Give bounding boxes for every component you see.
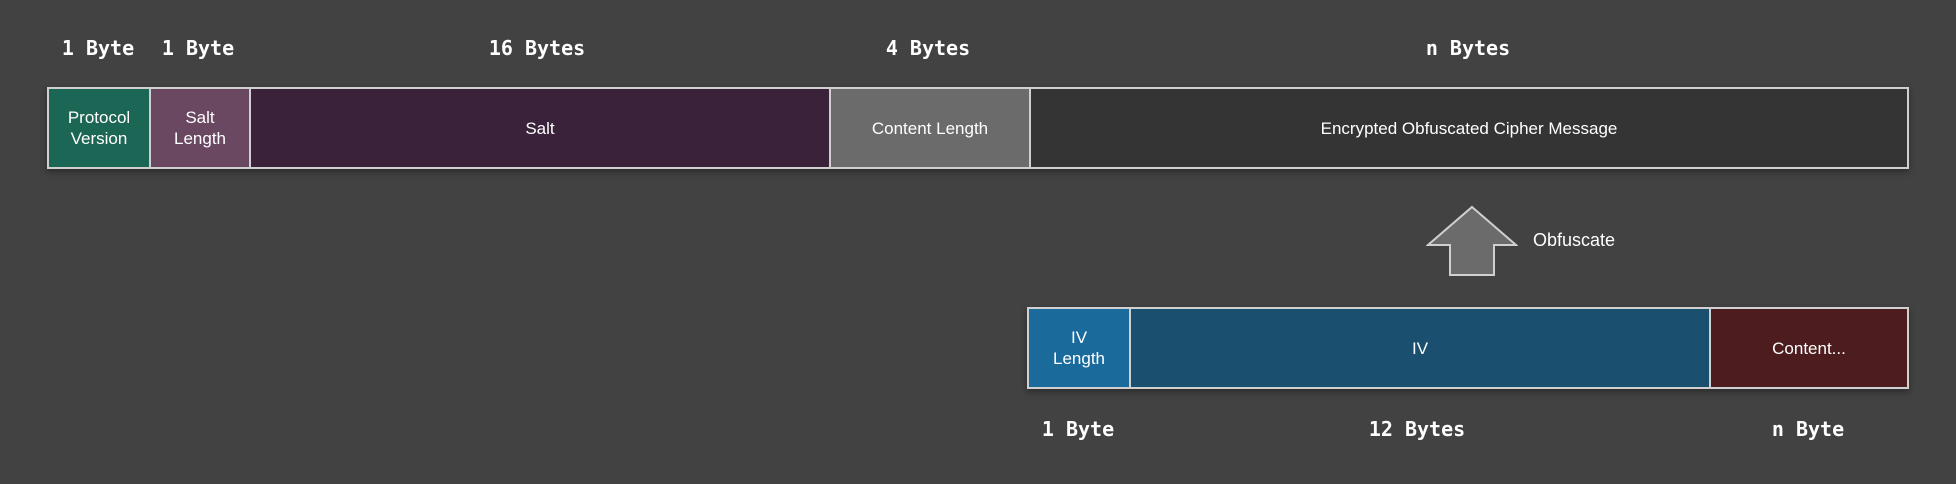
field-encrypted-message: Encrypted Obfuscated Cipher Message xyxy=(1029,89,1907,167)
field-salt: Salt xyxy=(249,89,829,167)
size-label-protocol-version: 1 Byte xyxy=(61,36,135,60)
outer-packet-row: Protocol Version Salt Length Salt Conten… xyxy=(47,87,1909,169)
up-arrow-icon xyxy=(1425,205,1519,277)
field-iv-length: IV Length xyxy=(1029,309,1129,387)
field-salt-length: Salt Length xyxy=(149,89,249,167)
field-protocol-version: Protocol Version xyxy=(49,89,149,167)
size-label-encrypted-message: n Bytes xyxy=(1425,36,1511,60)
size-label-iv: 12 Bytes xyxy=(1368,417,1466,441)
inner-packet-row: IV Length IV Content... xyxy=(1027,307,1909,389)
size-label-salt: 16 Bytes xyxy=(488,36,586,60)
size-label-content-length: 4 Bytes xyxy=(885,36,971,60)
size-label-content: n Byte xyxy=(1771,417,1845,441)
size-label-iv-length: 1 Byte xyxy=(1041,417,1115,441)
field-content: Content... xyxy=(1709,309,1907,387)
size-label-salt-length: 1 Byte xyxy=(161,36,235,60)
obfuscate-label: Obfuscate xyxy=(1533,230,1616,250)
field-iv: IV xyxy=(1129,309,1709,387)
field-content-length: Content Length xyxy=(829,89,1029,167)
